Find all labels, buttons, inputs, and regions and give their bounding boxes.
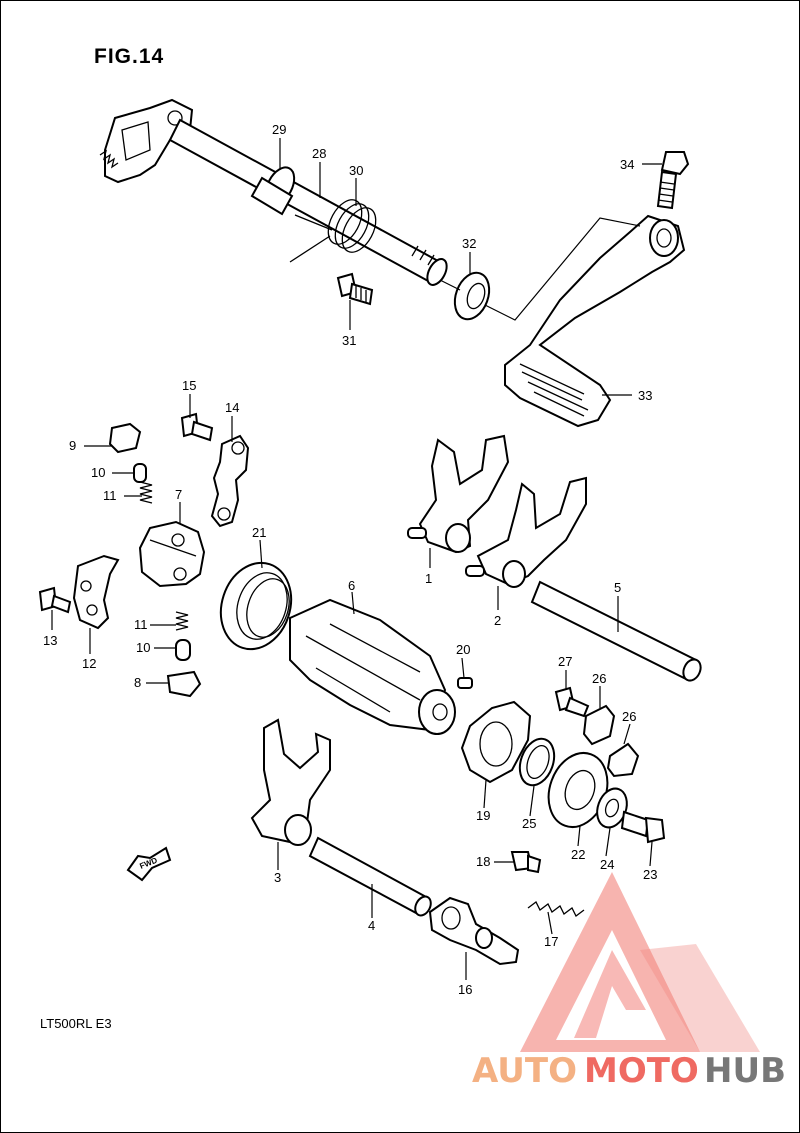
spring-11b	[175, 611, 189, 631]
oil-seal	[453, 271, 491, 321]
shift-fork-2	[465, 476, 587, 588]
leader-lines	[51, 138, 662, 980]
callout-22: 22	[571, 847, 585, 862]
callout-32: 32	[462, 236, 476, 251]
return-spring	[289, 199, 377, 263]
bolt-23	[620, 810, 666, 844]
cam-driven-gear-19	[460, 700, 532, 784]
callout-15: 15	[182, 378, 196, 393]
pin-18	[510, 851, 542, 874]
cam-stopper-plate	[210, 434, 250, 528]
callout-23: 23	[643, 867, 657, 882]
spring-11a	[139, 481, 153, 504]
callout-31: 31	[342, 333, 356, 348]
callout-2: 2	[494, 613, 501, 628]
fork-shaft-5	[530, 580, 702, 682]
callout-11b: 11	[134, 617, 148, 632]
callout-29: 29	[272, 122, 286, 137]
callout-labels: 29 28 30 34 32 31 33 15 14 9 10 11 7 21 …	[43, 122, 657, 997]
pawl-9	[108, 422, 142, 454]
callout-5: 5	[614, 580, 621, 595]
pin-20	[457, 677, 473, 689]
callout-28: 28	[312, 146, 326, 161]
callout-12: 12	[82, 656, 96, 671]
model-label: LT500RL E3	[40, 1016, 112, 1031]
pedal-bolt	[656, 151, 690, 210]
callout-26a: 26	[592, 671, 606, 686]
callout-17: 17	[544, 934, 558, 949]
bearing-21	[219, 561, 293, 651]
gear-shift-cam-7	[138, 520, 206, 588]
callout-13: 13	[43, 633, 57, 648]
callout-27: 27	[558, 654, 572, 669]
callout-18: 18	[476, 854, 490, 869]
callout-25: 25	[522, 816, 536, 831]
gear-shift-arm-16	[428, 896, 520, 966]
callout-20: 20	[456, 642, 470, 657]
gear-shift-shaft	[99, 98, 448, 286]
callout-34: 34	[620, 157, 634, 172]
gear-shift-pedal	[504, 214, 686, 428]
plate-26a	[582, 704, 616, 746]
callout-10b: 10	[136, 640, 150, 655]
callout-10a: 10	[91, 465, 105, 480]
callout-3: 3	[274, 870, 281, 885]
callout-4: 4	[368, 918, 375, 933]
shift-fork-1	[407, 434, 510, 554]
pin-10b	[175, 639, 191, 661]
callout-24: 24	[600, 857, 614, 872]
pawl-8	[166, 670, 202, 698]
watermark-text: AUTO MOTO HUB	[472, 1051, 786, 1091]
figure-title: FIG.14	[94, 45, 164, 68]
callout-33: 33	[638, 388, 652, 403]
fwd-direction-arrow: FWD	[126, 846, 172, 882]
assembly-line	[439, 217, 641, 321]
shift-fork-3	[250, 718, 331, 846]
callout-6: 6	[348, 578, 355, 593]
callout-19: 19	[476, 808, 490, 823]
callout-21: 21	[252, 525, 266, 540]
fork-shaft-4	[308, 836, 432, 917]
callout-9: 9	[69, 438, 76, 453]
callout-1: 1	[425, 571, 432, 586]
screw-15	[180, 412, 214, 442]
callout-7: 7	[175, 487, 182, 502]
watermark-hub: HUB	[704, 1051, 786, 1091]
watermark-logo	[520, 872, 760, 1052]
callout-11a: 11	[103, 488, 117, 503]
callout-14: 14	[225, 400, 239, 415]
callout-8: 8	[134, 675, 141, 690]
callout-30: 30	[349, 163, 363, 178]
gear-shift-cam-drum	[289, 598, 456, 735]
cam-guide-12	[72, 554, 120, 630]
watermark-auto: AUTO	[472, 1051, 577, 1091]
callout-26b: 26	[622, 709, 636, 724]
watermark-moto: MOTO	[584, 1051, 699, 1091]
pin-10a	[133, 463, 147, 483]
washer-25	[518, 737, 556, 787]
screw-13	[38, 586, 72, 614]
screw-27	[554, 686, 590, 718]
stopper-bolt	[336, 272, 374, 306]
plate-26b	[606, 742, 640, 778]
callout-16: 16	[458, 982, 472, 997]
spring-17	[527, 901, 585, 917]
